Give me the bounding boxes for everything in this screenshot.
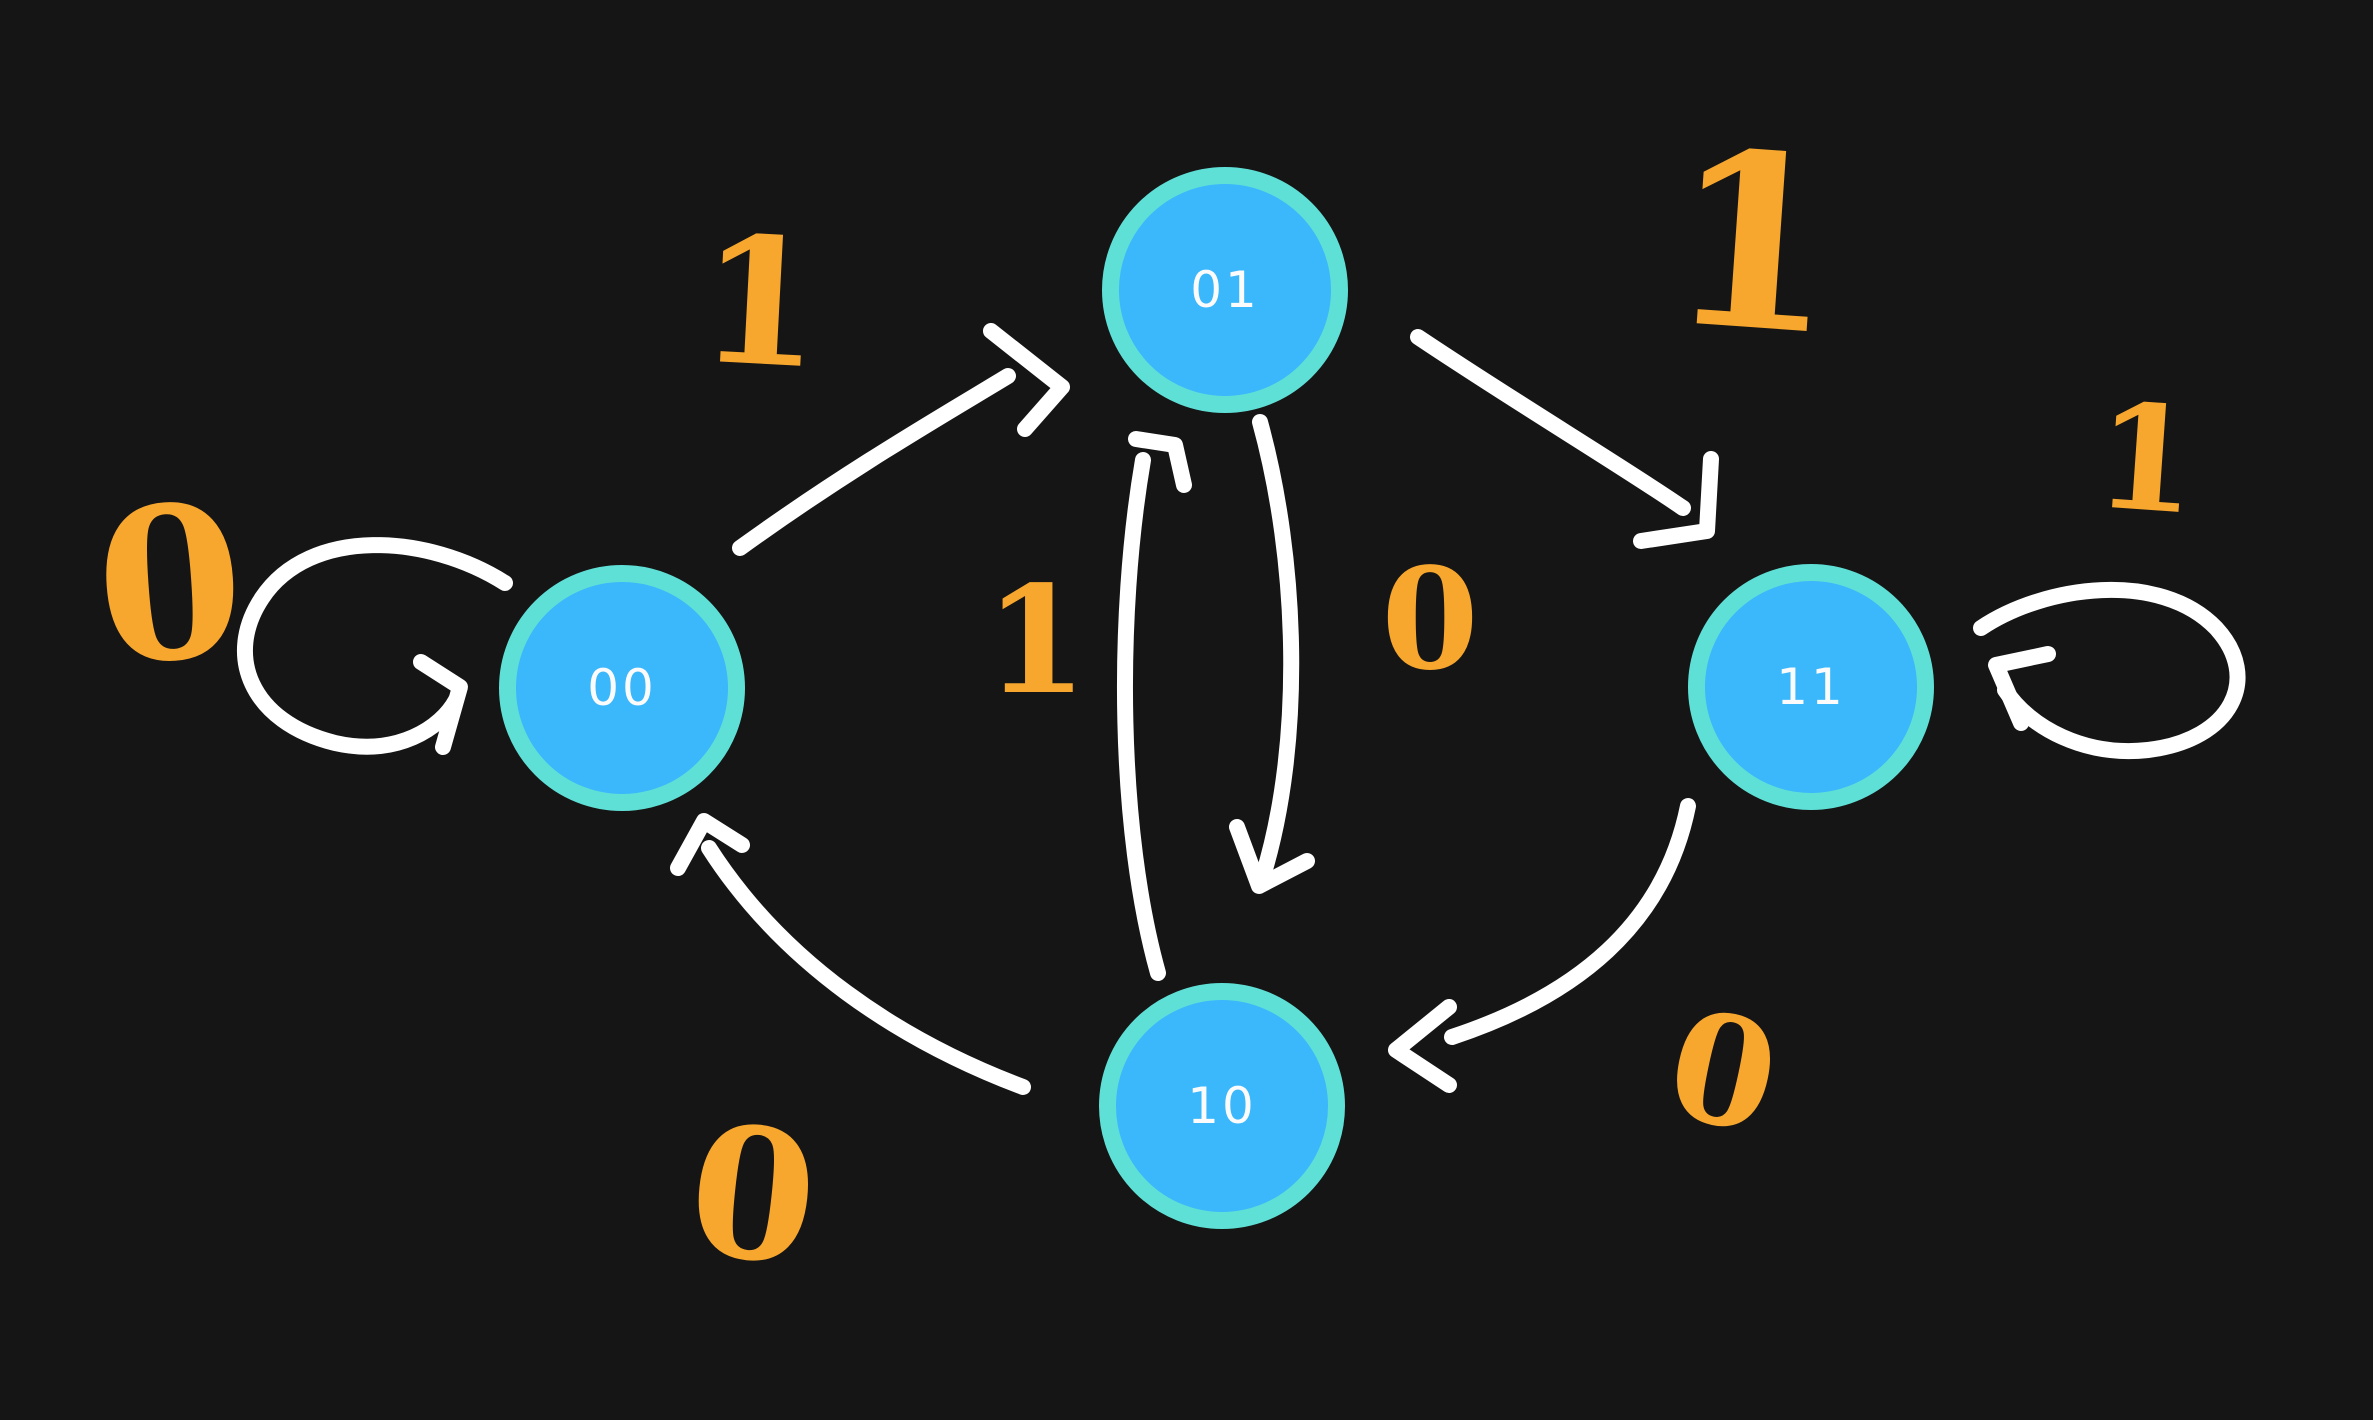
arrowhead-icon [1229,819,1315,894]
edge-00-to-01-curve [732,368,1016,556]
edge-10-to-00[interactable] [670,813,1031,1095]
arrowhead-icon [670,813,750,876]
edge-00-self-loop-curve [236,537,513,755]
state-node-11[interactable]: 11 [1688,564,1934,810]
edge-01-to-11-curve [1410,329,1691,516]
edge-01-to-10-curve [1252,414,1300,884]
edge-11-self-loop[interactable] [1973,581,2246,759]
arrowhead-icon [983,323,1070,437]
state-label: 00 [587,659,657,717]
input-label-01-to-11[interactable]: 1 [1659,96,1847,390]
arrowhead-icon [1633,451,1719,549]
state-label: 11 [1776,658,1846,716]
edge-10-to-00-curve [701,840,1031,1095]
state-label: 01 [1190,261,1260,319]
edge-01-to-10[interactable] [1229,414,1315,894]
arrowhead-icon [1128,431,1192,493]
input-label-10-to-01[interactable]: 1 [984,553,1088,727]
state-node-01[interactable]: 01 [1102,167,1348,413]
edge-01-to-11[interactable] [1410,329,1719,549]
arrowhead-icon [413,654,468,755]
input-label-00-self-loop[interactable]: 0 [88,456,252,713]
state-node-10[interactable]: 10 [1099,983,1345,1229]
edge-00-to-01[interactable] [732,323,1070,556]
input-label-00-to-01[interactable]: 1 [693,197,827,409]
input-label-01-to-10[interactable]: 0 [1381,538,1479,702]
state-label: 10 [1187,1077,1257,1135]
input-label-10-to-00[interactable]: 0 [679,1084,827,1307]
input-label-11-self-loop[interactable]: 1 [2089,371,2203,548]
arrowhead-icon [1988,646,2056,731]
edge-11-to-10[interactable] [1388,798,1696,1093]
edge-11-self-loop-curve [1973,581,2246,759]
edge-10-to-01[interactable] [1116,431,1192,981]
state-node-00[interactable]: 00 [499,565,745,811]
edge-00-self-loop[interactable] [236,537,513,755]
edge-11-to-10-curve [1444,798,1696,1045]
edge-10-to-01-curve [1116,452,1166,981]
arrowhead-icon [1388,999,1457,1093]
